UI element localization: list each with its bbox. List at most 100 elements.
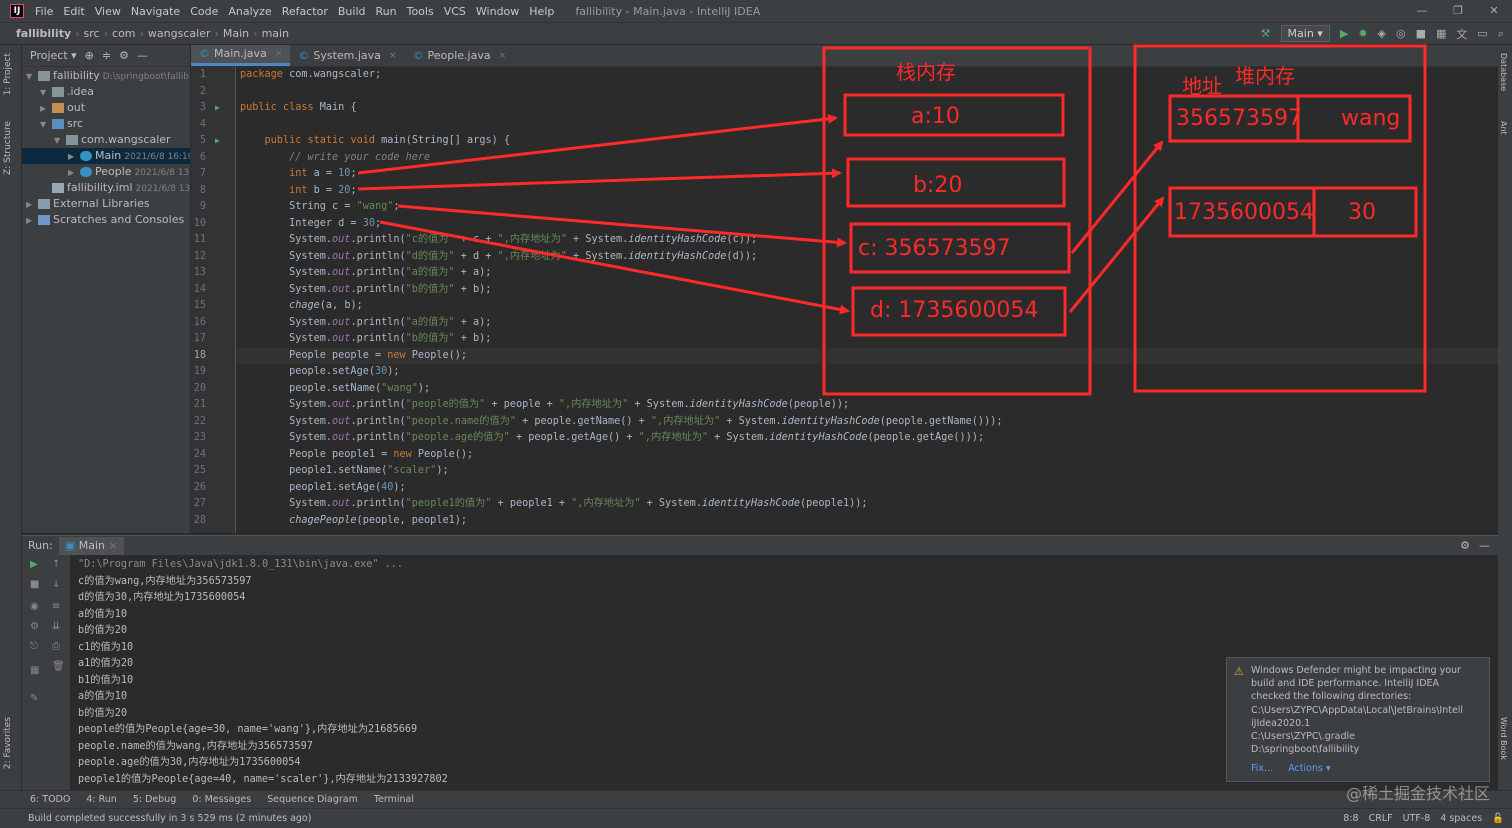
- expand-arrow-icon[interactable]: ▶: [26, 200, 33, 209]
- expand-arrow-icon[interactable]: ▼: [26, 72, 33, 81]
- expand-arrow-icon[interactable]: ▼: [54, 136, 61, 145]
- editor-tab[interactable]: ©People.java×: [404, 45, 514, 66]
- tree-item[interactable]: ▼src: [22, 116, 190, 132]
- tool-window-button[interactable]: 5: Debug: [132, 794, 177, 805]
- run-marker-icon[interactable]: ▶: [215, 103, 220, 112]
- menu-item-help[interactable]: Help: [529, 4, 555, 18]
- locate-icon[interactable]: ⊕: [84, 49, 94, 62]
- menu-item-code[interactable]: Code: [190, 4, 219, 18]
- debug-icon[interactable]: ✹: [1358, 27, 1368, 40]
- expand-arrow-icon[interactable]: ▼: [40, 88, 47, 97]
- translate-icon[interactable]: 文: [1456, 27, 1468, 41]
- wordbook-tool-tab[interactable]: Word Book: [1499, 717, 1508, 761]
- code-editor[interactable]: package com.wangscaler;public class Main…: [236, 67, 1498, 533]
- file-encoding[interactable]: UTF-8: [1402, 813, 1431, 824]
- expand-arrow-icon[interactable]: ▶: [68, 168, 75, 177]
- run-marker-icon[interactable]: ▶: [215, 136, 220, 145]
- run-tab-label: Main: [78, 538, 105, 552]
- menu-item-build[interactable]: Build: [337, 4, 366, 18]
- breadcrumb-item[interactable]: src: [83, 27, 100, 40]
- menu-item-tools[interactable]: Tools: [406, 4, 434, 18]
- database-tool-tab[interactable]: Database: [1499, 53, 1508, 92]
- run-hide-icon[interactable]: —: [1479, 539, 1490, 552]
- trash-icon[interactable]: 🗑: [52, 661, 65, 672]
- expand-arrow-icon[interactable]: ▶: [40, 104, 47, 113]
- actions-dropdown[interactable]: Actions ▾: [1288, 763, 1331, 775]
- tree-item[interactable]: ▶Scratches and Consoles: [22, 212, 190, 228]
- build-hammer-icon[interactable]: ⚒: [1260, 27, 1271, 40]
- restore-icon[interactable]: ❐: [1453, 4, 1463, 17]
- coverage-icon[interactable]: ◈: [1377, 27, 1386, 40]
- breadcrumb-item[interactable]: com: [112, 27, 136, 40]
- menu-item-edit[interactable]: Edit: [63, 4, 85, 18]
- stop-icon[interactable]: ■: [1415, 27, 1427, 40]
- menu-item-view[interactable]: View: [94, 4, 121, 18]
- rerun-icon[interactable]: ▶: [30, 559, 38, 570]
- profile-icon[interactable]: ◎: [1396, 27, 1406, 40]
- editor-tab[interactable]: ©Main.java×: [191, 45, 291, 66]
- breadcrumb-item[interactable]: wangscaler: [147, 27, 211, 40]
- menu-item-file[interactable]: File: [35, 4, 54, 18]
- expand-arrow-icon[interactable]: ▶: [26, 216, 33, 225]
- expand-arrow-icon[interactable]: ▶: [68, 152, 75, 161]
- tree-item[interactable]: ▶External Libraries: [22, 196, 190, 212]
- run-tab-main[interactable]: ▣ Main ×: [58, 536, 124, 555]
- line-separator[interactable]: CRLF: [1368, 813, 1393, 824]
- breadcrumb-item[interactable]: Main: [222, 27, 250, 40]
- menu-item-navigate[interactable]: Navigate: [130, 4, 181, 18]
- tool-window-button[interactable]: Sequence Diagram: [267, 794, 358, 805]
- close-icon[interactable]: ✕: [1489, 4, 1499, 17]
- menu-item-vcs[interactable]: VCS: [443, 4, 466, 18]
- collapse-icon[interactable]: ≑: [101, 49, 112, 62]
- layout-icon[interactable]: ▭: [1477, 27, 1488, 40]
- exit-icon[interactable]: ⎋: [30, 641, 38, 652]
- breadcrumb-item[interactable]: fallibility: [16, 27, 72, 40]
- soft-wrap-icon[interactable]: ≡: [52, 601, 61, 612]
- settings-icon[interactable]: ⚙: [30, 621, 39, 632]
- up-arrow-icon[interactable]: ↑: [52, 559, 61, 570]
- close-tab-icon[interactable]: ×: [274, 49, 283, 59]
- pin-icon[interactable]: ✎: [30, 693, 39, 704]
- tree-item[interactable]: ▼.idea: [22, 84, 190, 100]
- project-view-select[interactable]: Project ▾: [30, 49, 77, 62]
- close-tab-icon[interactable]: ×: [498, 50, 507, 61]
- tool-window-button[interactable]: 4: Run: [86, 794, 117, 805]
- print-icon[interactable]: ⎙: [52, 641, 60, 652]
- menu-item-window[interactable]: Window: [475, 4, 520, 18]
- tree-item[interactable]: ▶out: [22, 100, 190, 116]
- hide-panel-icon[interactable]: —: [136, 49, 148, 62]
- fix-link[interactable]: Fix...: [1251, 763, 1274, 775]
- tree-item[interactable]: ▼com.wangscaler: [22, 132, 190, 148]
- stop-run-icon[interactable]: ■: [30, 579, 40, 590]
- ant-tool-tab[interactable]: Ant: [1499, 121, 1508, 135]
- tool-window-button[interactable]: Terminal: [373, 794, 415, 805]
- run-icon[interactable]: ▶: [1339, 27, 1349, 40]
- lock-icon[interactable]: 🔓: [1492, 813, 1504, 824]
- editor-tab[interactable]: ©System.java×: [290, 45, 404, 66]
- breadcrumb-item[interactable]: main: [261, 27, 290, 40]
- menu-item-analyze[interactable]: Analyze: [228, 4, 272, 18]
- settings-gear-icon[interactable]: ⚙: [119, 49, 129, 62]
- expand-arrow-icon[interactable]: ▼: [40, 120, 47, 129]
- indent-setting[interactable]: 4 spaces: [1440, 813, 1483, 824]
- close-tab-icon[interactable]: ×: [388, 50, 397, 61]
- menu-item-run[interactable]: Run: [375, 4, 397, 18]
- project-structure-icon[interactable]: ▦: [1436, 27, 1447, 40]
- console-line: a1的值为20: [78, 658, 134, 669]
- run-config-select[interactable]: Main ▾: [1280, 25, 1330, 42]
- menu-item-refactor[interactable]: Refactor: [281, 4, 328, 18]
- run-settings-gear-icon[interactable]: ⚙: [1460, 539, 1470, 552]
- minimize-icon[interactable]: —: [1416, 4, 1428, 17]
- tool-window-button[interactable]: 0: Messages: [192, 794, 252, 805]
- scroll-end-icon[interactable]: ⇊: [52, 621, 61, 632]
- down-arrow-icon[interactable]: ↓: [52, 579, 61, 590]
- caret-position[interactable]: 8:8: [1343, 813, 1359, 824]
- layout-grid-icon[interactable]: ▦: [30, 665, 40, 676]
- camera-icon[interactable]: ◉: [30, 601, 39, 612]
- tool-window-button[interactable]: 6: TODO: [30, 794, 71, 805]
- search-icon[interactable]: ⌕: [1497, 26, 1504, 40]
